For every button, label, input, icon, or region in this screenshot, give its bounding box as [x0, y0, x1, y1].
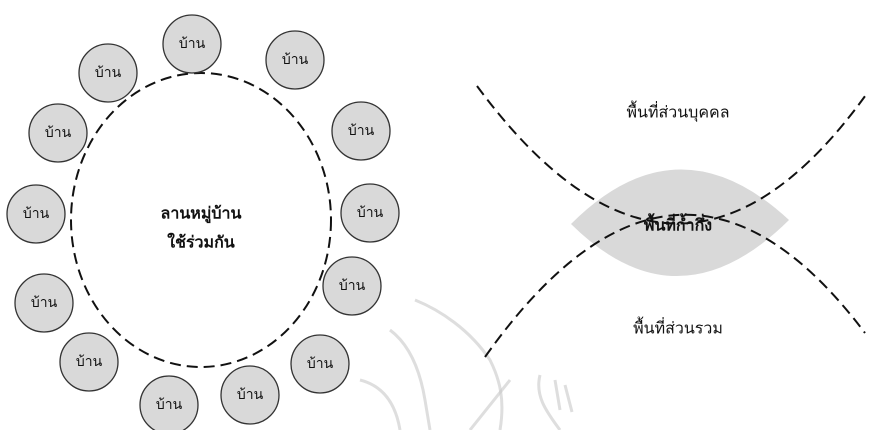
- shared-zone-label: พื้นที่ส่วนรวม: [633, 317, 723, 338]
- house-node: บ้าน: [139, 375, 199, 430]
- transition-zone-label: พื้นที่ก้ำกึ่ง: [644, 213, 712, 235]
- house-label: บ้าน: [237, 387, 264, 403]
- house-circle: [220, 365, 280, 425]
- house-node: บ้าน: [220, 365, 280, 425]
- house-circle: [265, 30, 325, 90]
- house-node: บ้าน: [340, 183, 400, 243]
- house-label: บ้าน: [76, 354, 103, 370]
- house-circle: [139, 375, 199, 430]
- house-node: บ้าน: [28, 103, 88, 163]
- house-node: บ้าน: [6, 184, 66, 244]
- house-label: บ้าน: [348, 123, 375, 139]
- house-circle: [340, 183, 400, 243]
- watermark-logo: [359, 298, 574, 430]
- house-node: บ้าน: [14, 273, 74, 333]
- house-label: บ้าน: [23, 206, 50, 222]
- house-circle: [28, 103, 88, 163]
- house-circle: [322, 256, 382, 316]
- upper-dashed-curve: [476, 85, 869, 225]
- house-label: บ้าน: [179, 36, 206, 52]
- house-node: บ้าน: [331, 101, 391, 161]
- house-circle: [14, 273, 74, 333]
- house-circle: [6, 184, 66, 244]
- village-common-diagram: ลานหมู่บ้าน ใช้ร่วมกัน บ้านบ้านบ้านบ้านบ…: [6, 14, 400, 430]
- house-label: บ้าน: [31, 295, 58, 311]
- house-label: บ้าน: [282, 52, 309, 68]
- common-yard-label-line2: ใช้ร่วมกัน: [167, 233, 234, 252]
- house-node: บ้าน: [290, 334, 350, 394]
- house-circle: [290, 334, 350, 394]
- space-zones-diagram: พื้นที่ส่วนบุคคล พื้นที่ก้ำกึ่ง พื้นที่ส…: [476, 85, 869, 358]
- transition-zone-shape: [571, 169, 789, 277]
- common-yard-boundary: [70, 72, 332, 368]
- house-label: บ้าน: [307, 356, 334, 372]
- house-label: บ้าน: [339, 278, 366, 294]
- house-node: บ้าน: [322, 256, 382, 316]
- house-label: บ้าน: [45, 125, 72, 141]
- house-circle: [331, 101, 391, 161]
- lower-dashed-curve: [484, 213, 866, 358]
- house-label: บ้าน: [95, 65, 122, 81]
- house-label: บ้าน: [357, 205, 384, 221]
- houses-group: บ้านบ้านบ้านบ้านบ้านบ้านบ้านบ้านบ้านบ้าน…: [6, 14, 400, 430]
- house-node: บ้าน: [265, 30, 325, 90]
- house-node: บ้าน: [162, 14, 222, 74]
- common-yard-label-line1: ลานหมู่บ้าน: [161, 204, 242, 225]
- house-circle: [59, 332, 119, 392]
- house-node: บ้าน: [78, 43, 138, 103]
- house-circle: [78, 43, 138, 103]
- house-label: บ้าน: [156, 397, 183, 413]
- house-circle: [162, 14, 222, 74]
- private-zone-label: พื้นที่ส่วนบุคคล: [626, 101, 729, 123]
- house-node: บ้าน: [59, 332, 119, 392]
